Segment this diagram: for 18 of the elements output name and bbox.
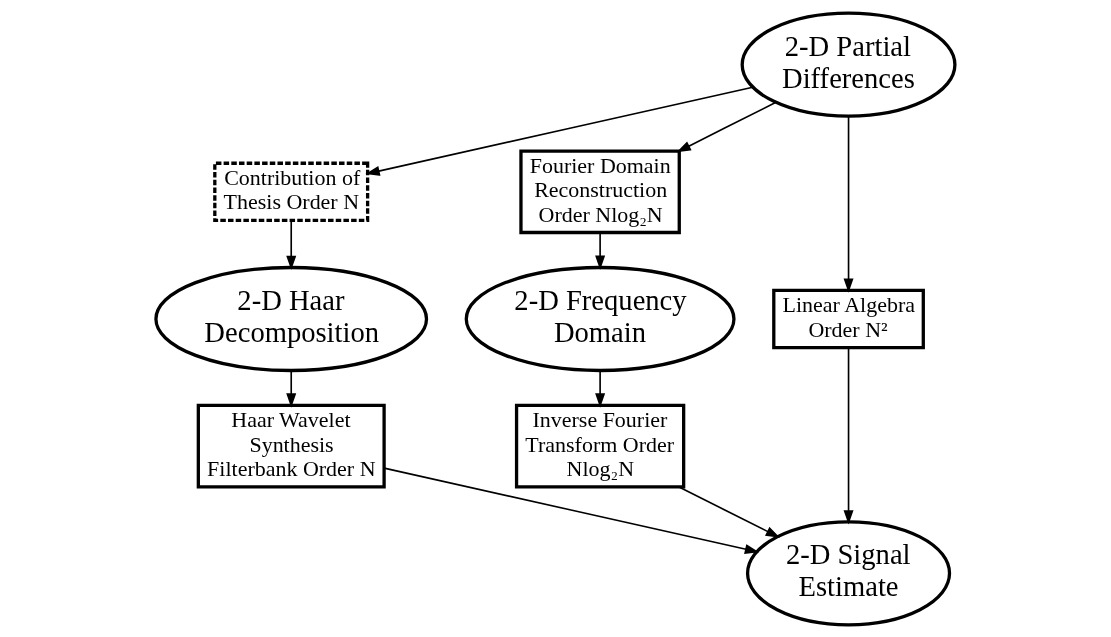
arrow — [843, 346, 854, 524]
arrow — [843, 114, 854, 293]
arrow — [595, 369, 606, 408]
node-ellipse: 2-D Haar Decomposition — [154, 265, 429, 372]
node-ellipse: 2-D Frequency Domain — [464, 265, 736, 372]
node-box: Inverse Fourier Transform Order Nlog₂N — [514, 403, 686, 488]
arrow — [365, 85, 754, 176]
arrow — [383, 466, 760, 554]
node-ellipse: 2-D Partial Differences — [740, 11, 957, 118]
node-box: Haar Wavelet Synthesis Filterbank Order N — [196, 403, 386, 488]
node-box: Linear Algebra Order N² — [772, 288, 925, 349]
node-box: Fourier Domain Reconstruction Order Nlog₂N — [519, 149, 681, 234]
arrow — [678, 485, 781, 538]
arrow — [676, 100, 777, 152]
arrow — [286, 219, 297, 270]
arrow — [595, 231, 606, 270]
arrow — [286, 369, 297, 408]
node-box: Contribution of Thesis Order N — [213, 161, 370, 222]
